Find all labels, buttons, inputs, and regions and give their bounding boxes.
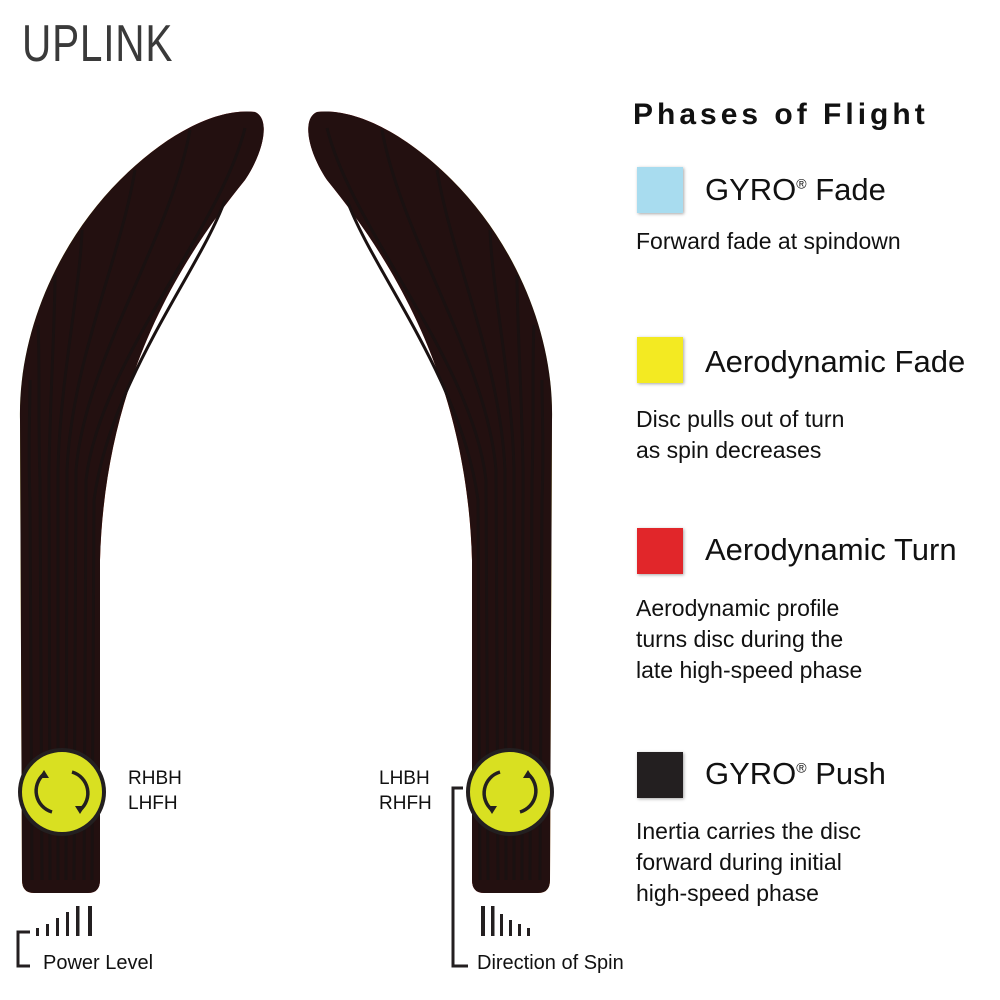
spin-decay-icon xyxy=(451,786,530,968)
throw-label: RHFH xyxy=(379,793,432,814)
power-level-caption: Power Level xyxy=(43,952,154,974)
power-level-icon xyxy=(16,906,92,968)
legend-heading: GYRO® Push xyxy=(705,756,886,791)
flight-paths-graphic xyxy=(16,111,554,968)
direction-of-spin-caption: Direction of Spin xyxy=(477,952,624,974)
left-flight-shape xyxy=(19,111,264,893)
throw-label: LHFH xyxy=(128,793,178,814)
left-throw-types: RHBH LHFH xyxy=(128,766,182,816)
swatch-yellow xyxy=(637,337,683,383)
brand-title: UPLINK xyxy=(22,15,174,73)
legend-heading: GYRO® Fade xyxy=(705,172,886,207)
swatch-red xyxy=(637,528,683,574)
legend-heading: Aerodynamic Fade xyxy=(705,344,966,379)
legend-title: Phases of Flight xyxy=(633,98,929,131)
right-throw-types: LHBH RHFH xyxy=(379,766,432,816)
throw-label: LHBH xyxy=(379,768,430,789)
spin-counterclockwise-icon xyxy=(466,748,554,836)
spin-clockwise-icon xyxy=(18,748,106,836)
right-flight-shape xyxy=(308,111,553,893)
swatch-blue xyxy=(637,167,683,213)
legend-heading: Aerodynamic Turn xyxy=(705,532,957,567)
throw-label: RHBH xyxy=(128,768,182,789)
legend-description: Forward fade at spindown xyxy=(636,228,901,254)
swatch-black xyxy=(637,752,683,798)
